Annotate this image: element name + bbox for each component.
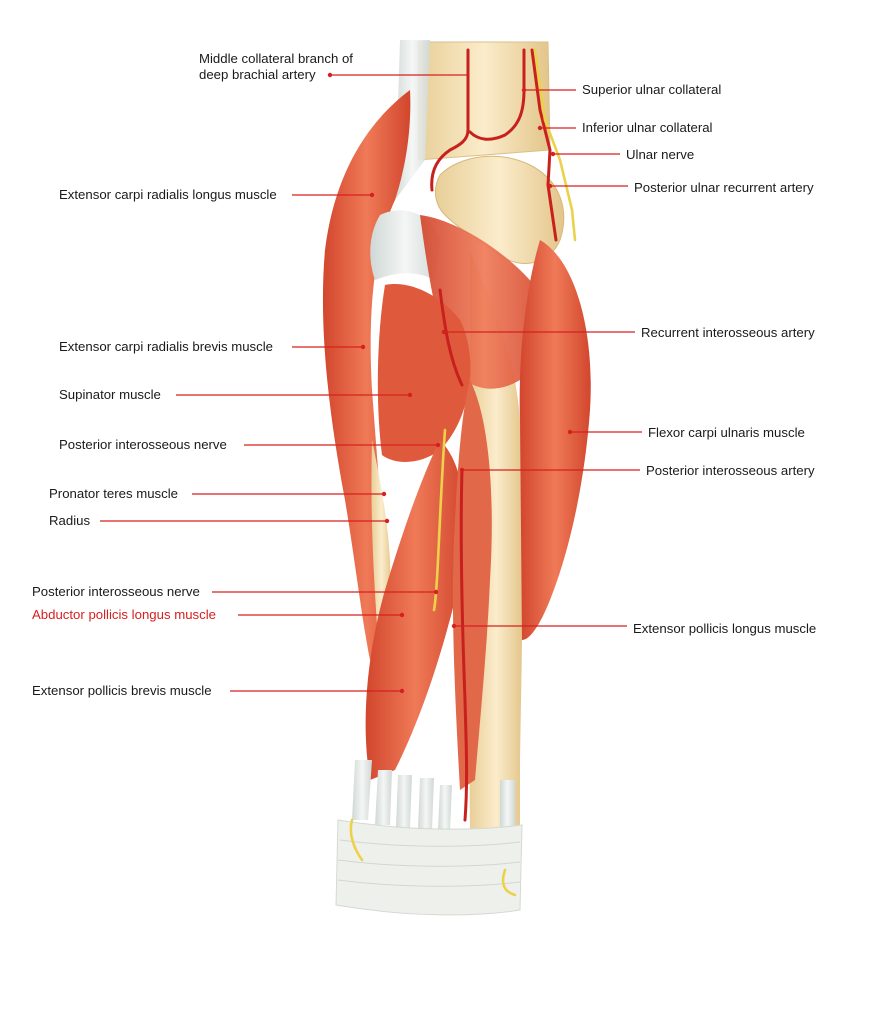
leader-dot-pin-1 (435, 442, 441, 448)
leader-dot-epl (451, 623, 457, 629)
label-inferior-ulnar-collateral: Inferior ulnar collateral (582, 120, 713, 135)
label-posterior-interosseous-nerve-2: Posterior interosseous nerve (32, 584, 200, 599)
label-ecrl: Extensor carpi radialis longus muscle (59, 187, 277, 202)
humerus (417, 41, 551, 161)
leader-dot-ulnar-nerve (550, 151, 556, 157)
leader-dot-middle-collateral (327, 72, 333, 78)
label-radius: Radius (49, 513, 91, 528)
leader-dot-ecrl (369, 192, 375, 198)
nerves (349, 48, 577, 897)
fcu-muscle (519, 240, 591, 640)
leader-dot-radius (384, 518, 390, 524)
leader-dot-inferior-ulnar-collateral (537, 125, 543, 131)
label-pronator-teres: Pronator teres muscle (49, 486, 178, 501)
leader-dot-apl (399, 612, 405, 618)
leader-dot-posterior-interosseous-artery (459, 467, 465, 473)
leader-dot-ecrb (360, 344, 366, 350)
leader-dot-superior-ulnar-collateral (521, 87, 527, 93)
supinator-muscle-shape (377, 284, 471, 462)
label-flexor-carpi-ulnaris: Flexor carpi ulnaris muscle (648, 425, 805, 440)
leader-dot-fcu (567, 429, 573, 435)
label-extensor-pollicis-longus: Extensor pollicis longus muscle (633, 621, 817, 636)
leader-dot-pronator-teres (381, 491, 387, 497)
label-recurrent-interosseous-artery: Recurrent interosseous artery (641, 325, 815, 340)
retinaculum-fibers (337, 839, 521, 887)
label-ecrb: Extensor carpi radialis brevis muscle (59, 339, 274, 354)
label-middle-collateral-line2: deep brachial artery (199, 67, 316, 82)
leader-dot-epb (399, 688, 405, 694)
label-posterior-interosseous-artery: Posterior interosseous artery (646, 463, 815, 478)
ecrl-muscle (322, 90, 411, 660)
leader-dot-recurrent-interosseous (441, 329, 447, 335)
leader-dot-pin-2 (433, 589, 439, 595)
wrist-tendons (352, 760, 515, 830)
label-supinator: Supinator muscle (59, 387, 161, 402)
label-posterior-interosseous-nerve-1: Posterior interosseous nerve (59, 437, 227, 452)
extensor-retinaculum (335, 819, 523, 916)
leader-dot-posterior-ulnar-recurrent (547, 183, 553, 189)
label-extensor-pollicis-brevis: Extensor pollicis brevis muscle (32, 683, 212, 698)
label-posterior-ulnar-recurrent-artery: Posterior ulnar recurrent artery (634, 180, 814, 195)
leader-lines (100, 72, 642, 694)
label-abductor-pollicis-longus: Abductor pollicis longus muscle (32, 607, 216, 622)
label-middle-collateral-line1: Middle collateral branch of (199, 51, 353, 66)
label-superior-ulnar-collateral: Superior ulnar collateral (582, 82, 722, 97)
leader-dot-supinator (407, 392, 413, 398)
label-ulnar-nerve: Ulnar nerve (626, 147, 695, 162)
